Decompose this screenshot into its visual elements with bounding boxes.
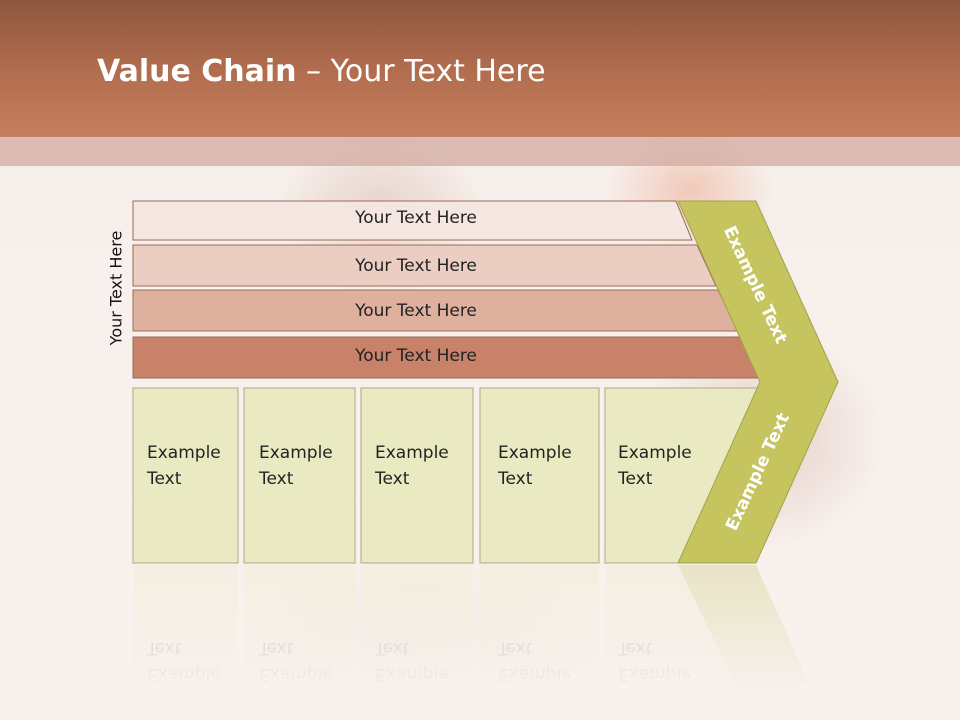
margin-chevron[interactable] — [677, 200, 839, 564]
column-3-box[interactable] — [360, 387, 474, 564]
title-rest: – Your Text Here — [296, 54, 546, 89]
title-bold: Value Chain — [97, 54, 297, 89]
column-2-box[interactable] — [243, 387, 356, 564]
page-title: Value Chain – Your Text Here — [97, 54, 546, 89]
row-4-bar[interactable] — [132, 336, 763, 379]
header-bar — [0, 0, 960, 137]
row-2-bar[interactable] — [132, 244, 717, 287]
row-1-bar[interactable] — [132, 200, 693, 241]
column-4-box[interactable] — [479, 387, 600, 564]
column-1-box[interactable] — [132, 387, 239, 564]
row-3-bar[interactable] — [132, 289, 739, 332]
header-band — [0, 137, 960, 166]
